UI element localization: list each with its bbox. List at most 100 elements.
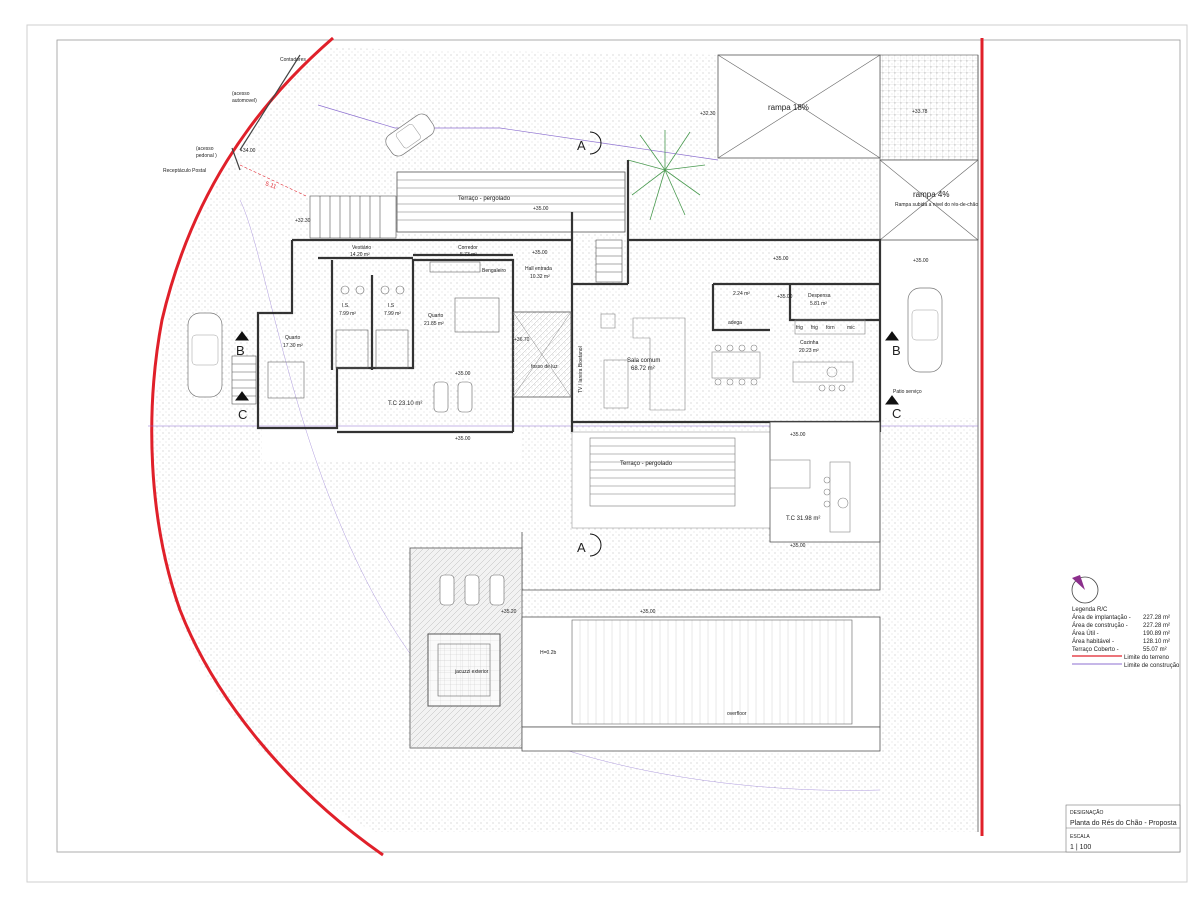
section-a-top: A	[577, 138, 586, 153]
pantry-label: Despensa	[808, 293, 831, 299]
kitchen-area: 20.23 m²	[799, 348, 819, 354]
terrace-dining	[769, 459, 851, 533]
tv-fireplace-label: TV / lareira Bioetanol	[578, 346, 584, 393]
drawing-title: Planta do Rés do Chão - Proposta	[1070, 820, 1177, 827]
hot-tub-label: jacuzzi exterior	[454, 669, 489, 675]
pool-depth-label: H=0.2b	[540, 650, 556, 656]
covered-terrace-east	[769, 421, 881, 543]
pedestrian-access-label-2: pedonal )	[196, 153, 217, 159]
pedestrian-gate	[231, 147, 241, 171]
room-labels: Vestiário 14.20 m² Corredor 5.73 m² Beng…	[283, 245, 922, 717]
level-3230-b: +32.30	[700, 111, 716, 117]
covered-terrace-2: T.C 31.98 m²	[786, 516, 820, 522]
service-patio-label: Patio serviço	[893, 389, 922, 395]
living-furniture	[600, 313, 866, 411]
car-right	[907, 287, 943, 373]
sheet-outer-border	[26, 24, 1188, 883]
level-3500-h: +35.00	[790, 432, 806, 438]
bathroom-fixtures	[267, 261, 500, 399]
stairs-hall	[595, 239, 623, 283]
level-3378: +33.78	[912, 109, 928, 115]
dimension-511: 5.11	[264, 181, 277, 191]
microwave-label: mic	[847, 325, 855, 331]
bedroom-2-label: Quarto	[285, 335, 301, 341]
legend-row-value: 55.07 m²	[1143, 647, 1167, 653]
level-3500-i: +35.00	[640, 609, 656, 615]
level-3500-e: +35.00	[913, 258, 929, 264]
section-c-left: C	[238, 407, 247, 422]
north-arrow-icon	[1071, 575, 1099, 604]
contadores-label: Contadores	[280, 57, 306, 63]
ramp-18-label: rampa 18%	[768, 103, 809, 112]
legend-row-value: 227.28 m²	[1143, 623, 1170, 629]
hall-area: 10.32 m²	[530, 274, 550, 280]
garden-plant	[627, 130, 706, 221]
kitchen-label: Cozinha	[800, 340, 819, 346]
pedestrian-access-label-1: (acesso	[196, 146, 214, 152]
bedroom-1-area: 21.85 m²	[424, 321, 444, 327]
car-entrance	[385, 113, 435, 157]
title-block-text: DESIGNAÇÃO Planta do Rés do Chão - Propo…	[1070, 809, 1177, 851]
scale-label: ESCALA	[1070, 834, 1090, 840]
bath-2-label: I.S	[388, 303, 395, 309]
level-3500-f: +35.00	[455, 371, 471, 377]
sheet-inner-border	[56, 39, 1181, 853]
bengaleiro-label: Bengaleiro	[482, 268, 506, 274]
section-c-right: C	[892, 406, 901, 421]
site-labels: Contadores (acesso automovel) (acesso pe…	[163, 57, 978, 615]
building-walls	[256, 160, 882, 434]
ramp-4-note: Rampa subida a nivel do rés-de-chão	[895, 202, 978, 208]
vehicle-gate	[239, 54, 301, 151]
level-3230-a: +32.30	[295, 218, 311, 224]
pool	[571, 619, 853, 725]
legend-row-label: Área Útil -	[1072, 630, 1099, 637]
wine-cellar-label: adega	[728, 320, 742, 326]
section-markers	[235, 131, 899, 557]
overflow-label: overfloor	[727, 711, 747, 717]
upper-ramp-paving	[879, 54, 979, 161]
legend-title: Legenda R/C	[1072, 607, 1108, 613]
legend-row-value: 128.10 m²	[1143, 639, 1170, 645]
level-3500-d: +35.00	[777, 294, 793, 300]
bedroom-2-area: 17.30 m²	[283, 343, 303, 349]
bath-2-area: 7.99 m²	[384, 311, 401, 317]
top-terrace-label: Terraço - pergolado	[458, 196, 511, 202]
level-3500-a: +35.00	[533, 206, 549, 212]
corredor-label: Corredor	[458, 245, 478, 251]
legend-row-value: 190.89 m²	[1143, 631, 1170, 637]
section-b-right: B	[892, 343, 901, 358]
level-3500-g: +35.00	[455, 436, 471, 442]
fridge-2-label: frig	[811, 325, 818, 331]
legend-row-label: Área de implantação -	[1072, 614, 1131, 621]
legend-row-label: Área habitável -	[1072, 638, 1114, 645]
stairs-entrance	[309, 195, 397, 239]
hall-label: Hall entrada	[525, 266, 552, 272]
oven-label: forn	[826, 325, 835, 331]
legend-line-terrain-label: Limite do terreno	[1124, 655, 1170, 661]
top-pergola-terrace	[396, 171, 626, 233]
fridge-1-label: frig	[796, 325, 803, 331]
level-3400: +34.00	[240, 148, 256, 154]
sun-loungers	[433, 381, 505, 606]
level-3500-b: +35.00	[532, 250, 548, 256]
covered-terrace-1: T.C 23.10 m²	[388, 401, 422, 407]
legend-line-construction-label: Limite de construção	[1124, 663, 1180, 669]
bath-1-area: 7.99 m²	[339, 311, 356, 317]
vehicle-access-label-2: automovel)	[232, 98, 257, 104]
level-3520: +35.20	[501, 609, 517, 615]
vestiario-label: Vestiário	[352, 245, 371, 251]
terrain-limit-curve	[150, 36, 384, 857]
small-room-area: 2.24 m²	[733, 291, 750, 297]
level-3500-c: +35.00	[773, 256, 789, 262]
section-a-bottom: A	[577, 540, 586, 555]
car-left	[187, 312, 223, 398]
corredor-area: 5.73 m²	[460, 252, 477, 258]
section-b-left: B	[236, 343, 245, 358]
legend-row-label: Terraço Coberto -	[1072, 647, 1119, 653]
mid-pergola-slats	[589, 437, 736, 507]
mid-terrace-label: Terraço - pergolado	[620, 461, 673, 467]
vestiario-area: 14.20 m²	[350, 252, 370, 258]
title-block	[1065, 804, 1181, 853]
pantry-area: 5.81 m²	[810, 301, 827, 307]
